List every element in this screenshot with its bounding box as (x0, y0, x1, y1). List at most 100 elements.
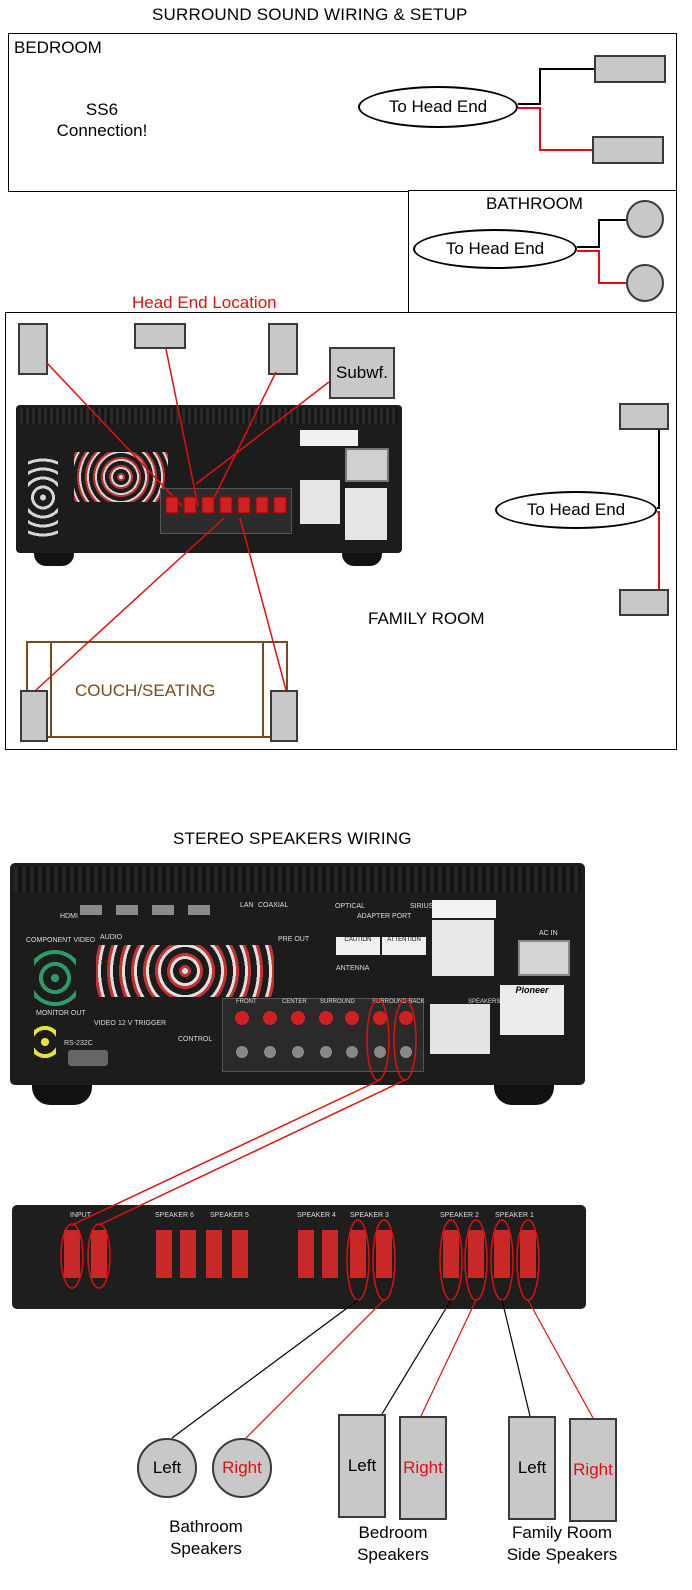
family-left-speaker: Left (508, 1416, 556, 1520)
label-pre-out: PRE OUT (278, 936, 310, 943)
couch (26, 641, 288, 738)
bedroom-box (8, 33, 677, 192)
family-speakers-caption: Family Room Side Speakers (506, 1523, 618, 1564)
bedroom-left-speaker: Left (338, 1414, 386, 1518)
label-audio: AUDIO (100, 934, 123, 941)
surround-left-speaker (20, 690, 48, 742)
bathroom-right-speaker: Right (212, 1438, 272, 1498)
large-terminal-black (292, 1046, 304, 1058)
brand-plate: Pioneer (500, 985, 564, 1035)
large-receiver-terminals (235, 1011, 413, 1058)
wire-bedroom-left (381, 1299, 452, 1415)
switch-label-speaker-3: SPEAKER 3 (350, 1212, 389, 1219)
family-right-speaker: Right (569, 1418, 617, 1522)
label-control: CONTROL (178, 1036, 213, 1043)
large-terminal-black (236, 1046, 248, 1058)
switch-terminal (206, 1230, 222, 1278)
switch-label-input: INPUT (70, 1212, 91, 1219)
receiver-small-component-jacks (28, 455, 58, 540)
bathroom-right-label: Right (222, 1458, 262, 1477)
wire-bathroom-right (245, 1299, 385, 1439)
small-terminal (219, 496, 233, 514)
label-trigger: 12 V TRIGGER (118, 1020, 167, 1027)
bedroom-left-label: Left (347, 1456, 377, 1475)
audio-jacks (96, 945, 274, 997)
family-side-wire-red (657, 511, 660, 589)
bathroom-speaker-bottom (626, 264, 664, 302)
large-terminal-black (264, 1046, 276, 1058)
monitor-jacks (34, 1022, 56, 1062)
wire-bedroom-right (420, 1299, 477, 1417)
receiver-small-audio-jacks (74, 452, 168, 502)
label-ac-in: AC IN (539, 930, 558, 937)
wire-subwoofer (195, 381, 330, 485)
bathroom-left-label: Left (152, 1458, 182, 1477)
switch-label-speaker-1: SPEAKER 1 (495, 1212, 534, 1219)
component-jacks (34, 948, 76, 1008)
switch-label-speaker-4: SPEAKER 4 (297, 1212, 336, 1219)
bedroom-label: BEDROOM (14, 38, 102, 57)
small-terminal (201, 496, 215, 514)
subwoofer-box: Subwf. (329, 347, 395, 399)
small-terminal (237, 496, 251, 514)
ss6-note: SS6 Connection! (56, 100, 148, 140)
large-terminal (373, 1011, 387, 1025)
small-terminal (255, 496, 269, 514)
label-sirius: SIRIUS (410, 903, 434, 910)
wire-receiver-to-input-l (71, 1079, 381, 1226)
label-hdmi: HDMI (60, 913, 78, 920)
wire-family-left (501, 1299, 531, 1417)
input-r-circle (87, 1223, 111, 1289)
wire-bathroom-left (171, 1299, 359, 1439)
front-left-speaker (18, 323, 48, 375)
switch-terminal (156, 1230, 172, 1278)
label-rs232c: RS-232C (64, 1040, 93, 1047)
speaker-impedance-plate (430, 1004, 490, 1054)
large-terminal-black (346, 1046, 358, 1058)
speaker-terminal-panel (222, 998, 424, 1072)
bedroom-right-speaker: Right (399, 1416, 447, 1520)
large-terminal-black (374, 1046, 386, 1058)
attention-label: ATTENTION (382, 937, 426, 955)
hdmi-ports (80, 905, 220, 915)
switch-terminal (520, 1230, 536, 1278)
surround-right-speaker (270, 690, 298, 742)
switch-label-speaker-6: SPEAKER 6 (155, 1212, 194, 1219)
receiver-small-sticker (300, 480, 340, 524)
family-side-speaker-top (619, 403, 669, 430)
bedroom-speaker-top (594, 55, 666, 83)
caution-label: CAUTION (336, 937, 380, 955)
small-receiver-terminals (165, 496, 287, 514)
large-terminal (235, 1011, 249, 1025)
center-speaker (134, 323, 186, 349)
wire-surround-right (239, 517, 287, 691)
large-terminal (399, 1011, 413, 1025)
small-terminal (165, 496, 179, 514)
ac-inlet (518, 940, 570, 976)
switch-label-speaker-2: SPEAKER 2 (440, 1212, 479, 1219)
label-antenna: ANTENNA (336, 965, 370, 972)
bathroom-speaker-top (626, 200, 664, 238)
label-surround-back: SURROUND BACK (372, 999, 425, 1005)
family-to-head-end: To Head End (495, 491, 657, 529)
switch-terminal (91, 1230, 107, 1278)
bathroom-wire-black (577, 219, 626, 248)
head-end-location-label: Head End Location (132, 293, 277, 312)
receiver-large-foot-right (494, 1085, 554, 1105)
wire-surround-left (35, 517, 225, 691)
family-right-label: Right (573, 1460, 613, 1479)
bathroom-wire-red (577, 250, 626, 284)
front-right-speaker (268, 323, 298, 375)
bathroom-left-speaker: Left (137, 1438, 197, 1498)
bedroom-to-head-end: To Head End (358, 86, 518, 128)
large-terminal (319, 1011, 333, 1025)
stereo-title: STEREO SPEAKERS WIRING (173, 829, 412, 848)
switch-terminal (494, 1230, 510, 1278)
rs232c-port (68, 1050, 108, 1066)
large-terminal (345, 1011, 359, 1025)
receiver-large-vents (14, 866, 581, 892)
label-front: FRONT (236, 999, 257, 1005)
family-room-label: FAMILY ROOM (368, 609, 485, 628)
switch-terminal (468, 1230, 484, 1278)
